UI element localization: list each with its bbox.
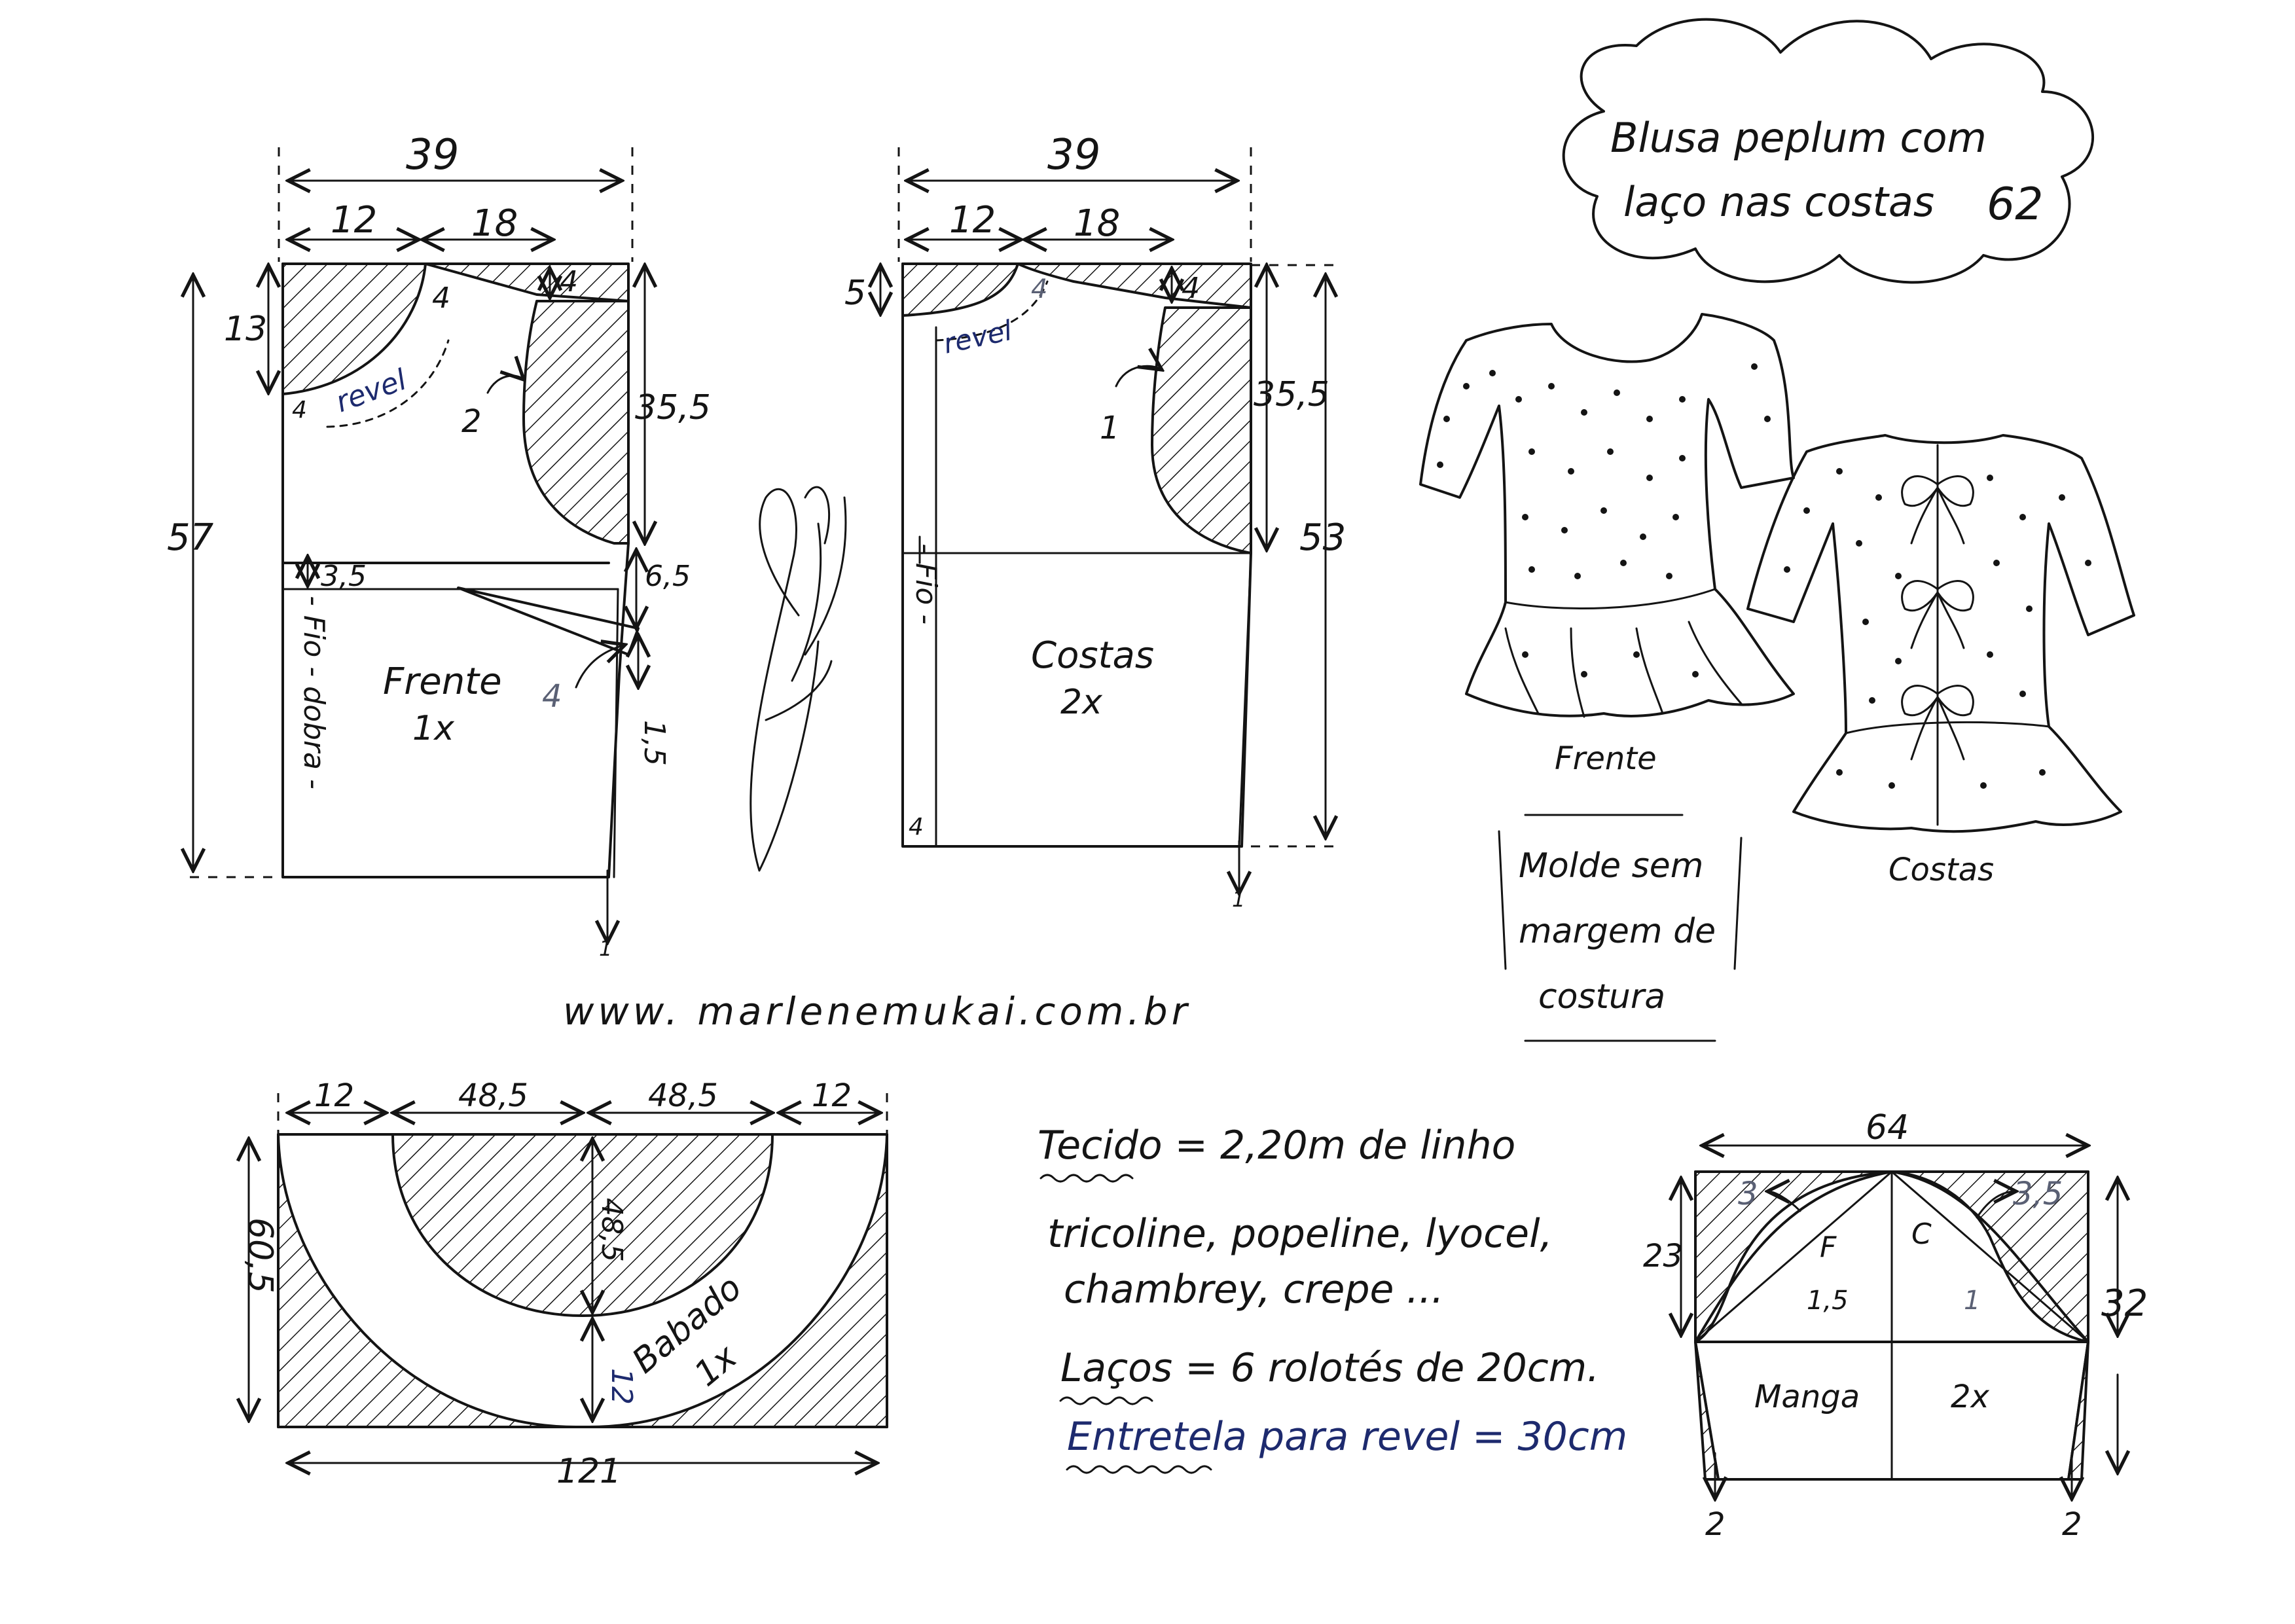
sleeve-front-label: F bbox=[1820, 1231, 1837, 1264]
title-line-1: Blusa peplum com bbox=[1610, 114, 1987, 162]
back-outline bbox=[901, 262, 1252, 848]
back-width-label: 39 bbox=[1047, 131, 1100, 179]
sleeve-mark-inner-left: 1,5 bbox=[1807, 1286, 1849, 1316]
ruffle-corner-left bbox=[277, 1133, 577, 1428]
back-neck-width-label: 12 bbox=[949, 199, 996, 242]
back-name: Costas bbox=[1031, 634, 1154, 677]
materials-line-5: Entretela para revel = 30cm bbox=[1067, 1414, 1627, 1460]
back-hem-mark: 1 bbox=[1232, 887, 1245, 912]
materials-line-3: chambrey, crepe ... bbox=[1064, 1267, 1444, 1312]
sleeve-width-label: 64 bbox=[1866, 1108, 1909, 1147]
sleeve-height-label: 32 bbox=[2101, 1282, 2148, 1325]
materials-line-1: Tecido = 2,20m de linho bbox=[1038, 1123, 1515, 1168]
front-dart bbox=[457, 586, 640, 656]
back-facing-label: revel bbox=[941, 314, 1015, 360]
ruffle-ring-width: 12 bbox=[605, 1368, 638, 1405]
front-grain-label: - Fio - dobra - bbox=[297, 596, 331, 789]
ruffle-corner-right bbox=[588, 1133, 888, 1428]
signature bbox=[750, 486, 847, 872]
front-length-label: 57 bbox=[167, 516, 214, 559]
front-facing-width: 4 bbox=[432, 281, 450, 315]
front-count: 1x bbox=[412, 709, 455, 748]
sleeve-mark-left: 3 bbox=[1738, 1176, 1758, 1212]
ruffle-width-label: 121 bbox=[556, 1452, 621, 1491]
ruffle-outline bbox=[277, 1133, 888, 1428]
front-armhole-mark: 2 bbox=[461, 403, 482, 440]
title-number: 62 bbox=[1987, 179, 2044, 230]
back-shoulder-drop-label: 4 bbox=[1182, 272, 1200, 305]
sleeve-back-label: C bbox=[1911, 1218, 1932, 1251]
front-width-label: 39 bbox=[406, 131, 459, 179]
back-shoulder-label: 18 bbox=[1074, 202, 1120, 245]
back-count: 2x bbox=[1060, 683, 1103, 722]
ruffle-height-label: 60,5 bbox=[240, 1218, 280, 1293]
ruffle-seg-mid1: 48,5 bbox=[458, 1077, 528, 1114]
back-center-margin: 4 bbox=[909, 814, 924, 840]
back-neck-shade bbox=[901, 262, 1019, 317]
sleeve-mark-right: 3,5 bbox=[2013, 1176, 2063, 1212]
back-facing-width: 4 bbox=[1031, 274, 1047, 304]
front-bodice: 39 12 18 revel 4 4 13 57 35,5 4 bbox=[167, 131, 711, 961]
garment-illustration-back: Costas bbox=[1746, 434, 2135, 888]
front-dart-top-label: 3,5 bbox=[321, 560, 367, 593]
front-armhole-shade bbox=[522, 300, 630, 545]
sleeve-mark-inner-right: 1 bbox=[1964, 1286, 1980, 1316]
sleeve-name: Manga bbox=[1754, 1379, 1860, 1415]
garment-illustration-front: Frente bbox=[1419, 313, 1795, 777]
sleeve-count: 2x bbox=[1951, 1379, 1990, 1415]
ruffle-seg-mid2: 48,5 bbox=[648, 1077, 718, 1114]
sleeve-hem-right: 2 bbox=[2062, 1506, 2082, 1543]
sleeve-hem-left: 2 bbox=[1705, 1506, 1726, 1543]
title-line-2: laço nas costas bbox=[1623, 178, 1934, 226]
front-hem-mark: 1 bbox=[599, 936, 612, 961]
front-outline bbox=[281, 262, 630, 878]
ruffle-inner-radius: 48,5 bbox=[595, 1198, 628, 1262]
front-neck-width-label: 12 bbox=[331, 199, 377, 242]
back-length-label: 53 bbox=[1299, 516, 1346, 559]
front-facing-mark: 4 bbox=[292, 397, 307, 424]
front-armhole-label: 35,5 bbox=[635, 388, 711, 427]
front-dart-width-label: 4 bbox=[542, 678, 562, 715]
materials-line-2: tricoline, popeline, lyocel, bbox=[1047, 1211, 1553, 1257]
back-neck-depth-label: 5 bbox=[844, 274, 866, 313]
front-shoulder-drop-label: 4 bbox=[560, 265, 578, 298]
note-line-2: margem de bbox=[1519, 912, 1716, 951]
back-grain-label: - Fio - bbox=[909, 543, 943, 624]
materials-notes: Tecido = 2,20m de linho tricoline, popel… bbox=[1038, 1123, 1627, 1474]
back-armhole-mark: 1 bbox=[1100, 410, 1120, 446]
ruffle-piece: 12 48,5 48,5 12 48,5 12 Babado 1x 60,5 1… bbox=[240, 1077, 888, 1491]
note-box: Molde sem margem de costura bbox=[1498, 814, 1743, 1042]
back-armhole-label: 35,5 bbox=[1254, 375, 1329, 414]
note-line-3: costura bbox=[1538, 977, 1665, 1017]
sleeve-piece: 64 23 32 F C 3 3,5 1,5 1 Manga 2x 2 bbox=[1643, 1108, 2148, 1543]
front-neckline-shade bbox=[281, 262, 427, 395]
illustration-front-label: Frente bbox=[1555, 740, 1657, 777]
back-bodice: 39 12 18 revel 4 5 35,5 53 4 bbox=[844, 131, 1346, 912]
illustration-back-label: Costas bbox=[1888, 852, 1994, 888]
website: www. marlenemukai.com.br bbox=[563, 989, 1191, 1034]
front-name: Frente bbox=[383, 660, 502, 703]
front-shoulder-shade bbox=[424, 262, 630, 302]
ruffle-seg-left: 12 bbox=[314, 1077, 354, 1114]
back-shoulder-shade bbox=[1017, 262, 1252, 309]
materials-line-4: Laços = 6 rolotés de 20cm. bbox=[1060, 1345, 1599, 1391]
front-shoulder-label: 18 bbox=[471, 202, 518, 245]
front-neck-depth-label: 13 bbox=[224, 310, 267, 349]
back-armhole-shade bbox=[1151, 306, 1252, 554]
front-dart-side-label: 1,5 bbox=[638, 720, 671, 766]
ruffle-seg-right: 12 bbox=[812, 1077, 852, 1114]
front-side-in-label: 6,5 bbox=[645, 560, 691, 593]
sleeve-cap-height-label: 23 bbox=[1643, 1238, 1683, 1274]
title-cloud: Blusa peplum com laço nas costas 62 bbox=[1562, 18, 2095, 284]
note-line-1: Molde sem bbox=[1519, 846, 1703, 886]
